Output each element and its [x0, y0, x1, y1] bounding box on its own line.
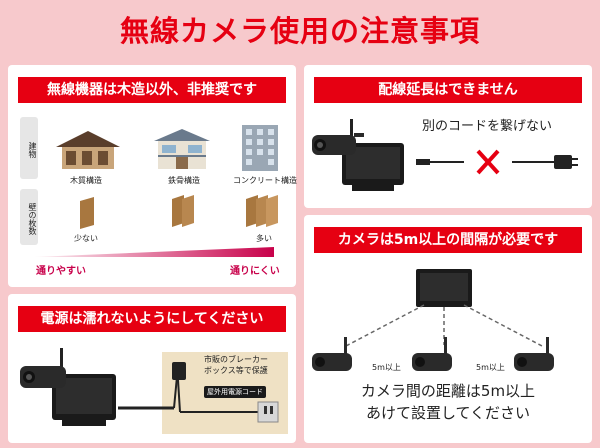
distance-line-1: カメラ間の距離は5m以上	[360, 382, 536, 400]
ease-right-label: 通りにくい	[230, 266, 280, 277]
gap-label-right: 5m以上	[476, 363, 505, 372]
signal-gradient-bar	[34, 247, 274, 257]
extension-cable-diagram	[416, 149, 578, 175]
camera-monitor-icon	[312, 119, 404, 191]
breaker-note-2: ボックス等で保護	[204, 366, 268, 375]
ease-left-label: 通りやすい	[36, 266, 86, 277]
wall-medium-icon	[172, 195, 194, 227]
concrete-building-icon	[242, 125, 278, 171]
distance-line-2: あけて設置してください	[365, 404, 531, 422]
distance-diagram	[312, 269, 554, 371]
extension-panel-header: 配線延長はできません	[314, 77, 582, 103]
walls-label-many: 多い	[256, 234, 272, 243]
building-label-concrete: コンクリート構造	[233, 176, 297, 185]
page-title: 無線カメラ使用の注意事項	[119, 14, 480, 48]
outdoor-cord-label: 屋外用電源コード	[204, 386, 266, 398]
steel-house-icon	[154, 129, 210, 169]
walls-label-few: 少ない	[74, 234, 98, 243]
power-panel-header: 電源は濡れないようにしてください	[18, 306, 286, 332]
wall-many-icon	[246, 195, 278, 227]
wall-few-icon	[80, 197, 94, 229]
camera-monitor-power-icon	[20, 348, 116, 426]
walls-row-label: 壁の枚数	[20, 189, 38, 245]
building-panel: 無線機器は木造以外、非推奨です 建物 壁の枚数 木質構造 鉄骨構造 コンクリート…	[8, 65, 297, 287]
building-label-steel: 鉄骨構造	[168, 176, 200, 185]
extension-note: 別のコードを繋げない	[422, 119, 553, 134]
building-panel-header: 無線機器は木造以外、非推奨です	[18, 77, 286, 103]
distance-panel-header: カメラは5m以上の間隔が必要です	[314, 227, 582, 253]
wooden-house-icon	[56, 131, 120, 169]
building-row-label: 建物	[20, 117, 38, 179]
gap-label-left: 5m以上	[372, 363, 401, 372]
building-label-wood: 木質構造	[70, 176, 102, 185]
power-panel: 電源は濡れないようにしてください 市販のブレーカー ボックス等で保護 屋外用電源…	[8, 294, 296, 443]
breaker-note-1: 市販のブレーカー	[204, 355, 268, 364]
extension-panel: 配線延長はできません 別のコードを繋げない	[304, 65, 592, 208]
distance-panel: カメラは5m以上の間隔が必要です 5m以上 5m以上 カメラ間の距離は5m以上 …	[304, 215, 592, 443]
